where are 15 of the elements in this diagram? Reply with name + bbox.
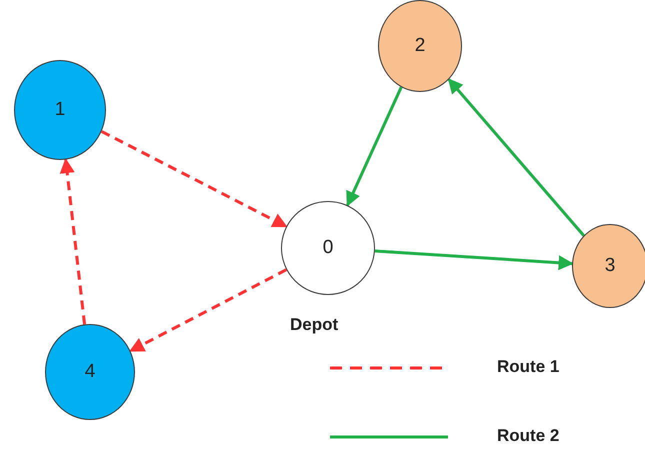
node-caption: Depot [290, 315, 338, 335]
arrow [60, 158, 86, 325]
node-number: 1 [54, 99, 66, 121]
arrow [346, 86, 403, 207]
circle-node [378, 0, 462, 92]
arrow [100, 130, 288, 228]
node-number: 4 [84, 361, 96, 383]
legend-label: Route 1 [497, 357, 560, 377]
node-number: 0 [322, 237, 334, 259]
node-number: 3 [604, 255, 616, 277]
node-number: 2 [414, 35, 426, 57]
arrow [374, 250, 574, 270]
legend-label: Route 2 [497, 426, 560, 446]
arrow [448, 78, 585, 237]
arrow [129, 268, 288, 352]
